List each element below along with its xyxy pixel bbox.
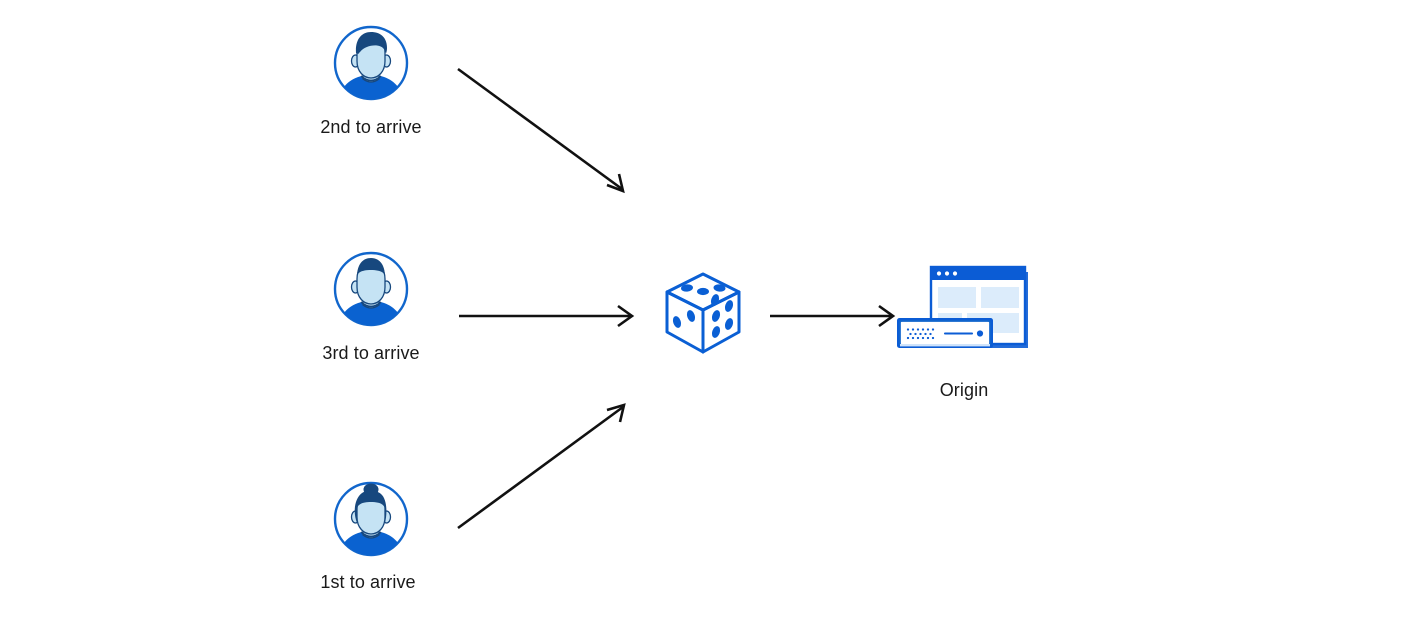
node-label-user-2nd: 2nd to arrive bbox=[320, 117, 422, 137]
server-vent-dots bbox=[906, 328, 935, 340]
node-user-2nd[interactable] bbox=[331, 23, 411, 103]
user-avatar-icon bbox=[333, 251, 409, 327]
node-label-user-1st: 1st to arrive bbox=[320, 572, 416, 592]
edge-3rd-to-dice bbox=[459, 304, 635, 328]
node-origin[interactable] bbox=[894, 256, 1034, 356]
origin-server-icon bbox=[897, 265, 1028, 348]
dice-right-pips bbox=[710, 294, 734, 338]
node-user-3rd[interactable] bbox=[331, 249, 411, 329]
window-dots-icon bbox=[936, 271, 958, 276]
dice-left-pips bbox=[672, 310, 696, 328]
rack-server-device bbox=[897, 318, 993, 348]
dice-top-pips bbox=[681, 284, 726, 296]
node-label-origin: Origin bbox=[939, 380, 989, 400]
user-avatar-icon bbox=[333, 25, 409, 101]
node-user-1st[interactable] bbox=[331, 479, 411, 559]
edge-1st-to-dice bbox=[457, 403, 626, 530]
edge-dice-to-origin bbox=[770, 304, 896, 328]
dice-icon bbox=[665, 272, 741, 354]
node-label-user-3rd: 3rd to arrive bbox=[322, 343, 420, 363]
user-avatar-icon bbox=[333, 481, 409, 557]
node-randomizer[interactable] bbox=[661, 270, 745, 356]
edge-2nd-to-dice bbox=[457, 67, 625, 194]
